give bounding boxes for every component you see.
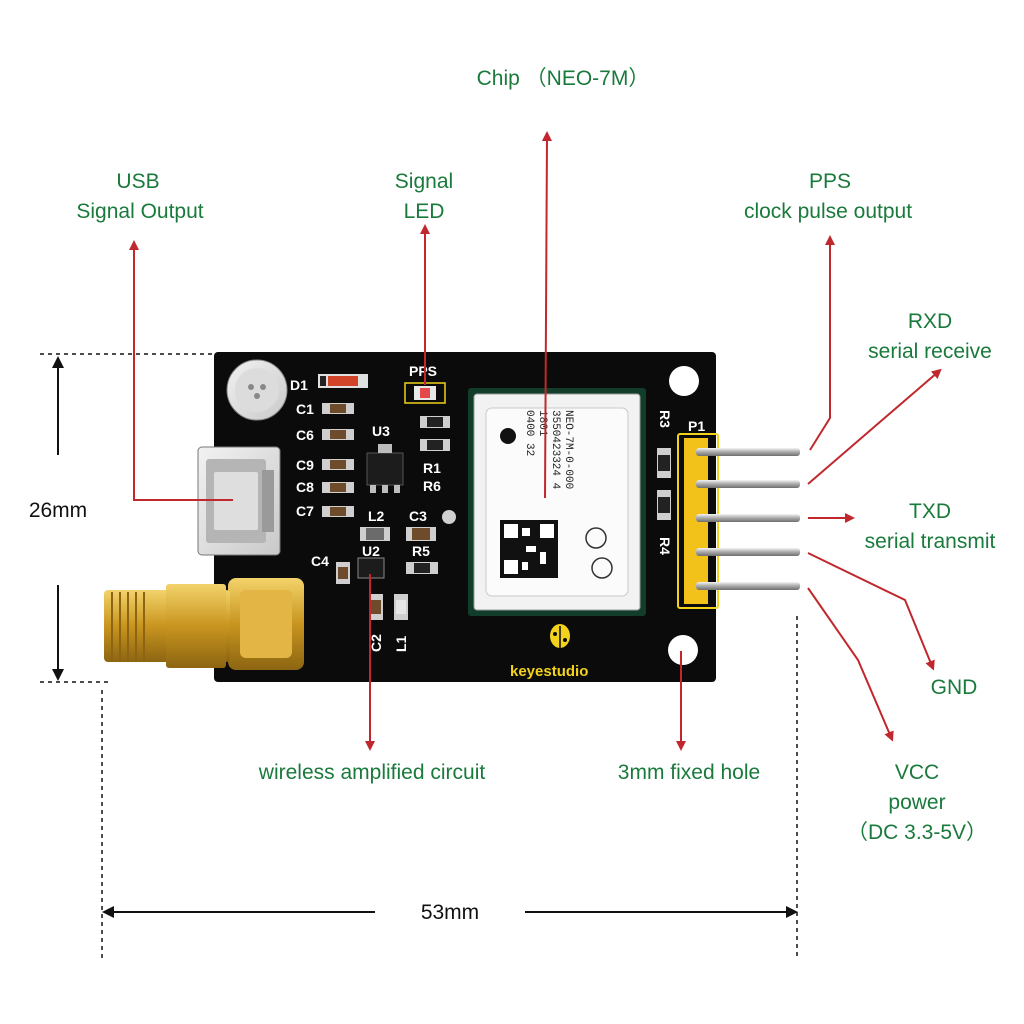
chip-marking-line2: 3550423324 4 xyxy=(549,410,561,490)
silk-brand: keyestudio xyxy=(510,663,588,680)
arrow-gnd xyxy=(807,552,935,671)
label-signal-led-line2: LED xyxy=(404,200,445,223)
label-usb-line1: USB xyxy=(116,170,159,193)
silk-d1: D1 xyxy=(290,377,308,393)
dimension-guides: 26mm 53mm xyxy=(29,353,798,960)
silk-c2: C2 xyxy=(368,634,384,652)
silk-u3: U3 xyxy=(372,423,390,439)
silk-u2: U2 xyxy=(362,543,380,559)
label-wireless: wireless amplified circuit xyxy=(258,761,486,784)
arrow-chip xyxy=(541,131,552,499)
silk-c8: C8 xyxy=(296,479,314,495)
backup-battery xyxy=(226,359,288,421)
arrow-usb xyxy=(129,240,233,501)
silk-r6: R6 xyxy=(423,478,441,494)
label-rxd-line2: serial receive xyxy=(868,340,992,363)
label-usb-line2: Signal Output xyxy=(76,200,203,223)
pin-header-p1 xyxy=(677,433,800,609)
label-txd-line1: TXD xyxy=(909,500,951,523)
silk-pps: PPS xyxy=(409,363,437,379)
keyestudio-logo xyxy=(550,624,570,648)
label-hole: 3mm fixed hole xyxy=(618,761,760,784)
silk-c9: C9 xyxy=(296,457,314,473)
resistors-r1-r6 xyxy=(420,416,450,451)
silk-r4: R4 xyxy=(657,537,673,555)
chip-qr-code xyxy=(500,520,558,578)
label-chip: Chip （NEO-7M） xyxy=(477,67,650,90)
silk-c6: C6 xyxy=(296,427,314,443)
capacitor-column xyxy=(322,403,354,517)
resistors-r3-r4 xyxy=(657,448,671,520)
label-pps-line2: clock pulse output xyxy=(744,200,912,223)
silk-c1: C1 xyxy=(296,401,314,417)
label-gnd: GND xyxy=(931,676,978,699)
silk-r1: R1 xyxy=(423,460,441,476)
silk-c4: C4 xyxy=(311,553,329,569)
width-dimension: 53mm xyxy=(421,901,479,924)
micro-usb-connector xyxy=(197,446,281,556)
silk-l1: L1 xyxy=(393,635,409,652)
label-vcc-line1: VCC xyxy=(895,761,939,784)
diode-d1 xyxy=(318,374,368,388)
silk-c3: C3 xyxy=(409,508,427,524)
neo-7m-chip xyxy=(468,388,646,616)
silk-l2: L2 xyxy=(368,508,385,524)
mounting-hole-bottom xyxy=(668,635,698,665)
callout-arrows xyxy=(129,131,942,751)
label-txd-line2: serial transmit xyxy=(865,530,996,553)
arrow-rxd xyxy=(807,368,942,485)
silk-p1: P1 xyxy=(688,418,705,434)
silk-c7: C7 xyxy=(296,503,314,519)
height-dimension: 26mm xyxy=(29,499,87,522)
amplifier-components xyxy=(336,510,456,620)
chip-marking-line1: NEO-7M-0-000 xyxy=(562,410,574,489)
regulator-u3 xyxy=(366,444,404,493)
label-vcc-line2: power xyxy=(888,791,945,814)
label-pps-line1: PPS xyxy=(809,170,851,193)
silk-r5: R5 xyxy=(412,543,430,559)
label-rxd-line1: RXD xyxy=(908,310,952,333)
arrow-pps xyxy=(809,235,835,451)
chip-marking-line4: 0400 32 xyxy=(523,410,535,456)
sma-antenna-connector xyxy=(104,578,304,670)
label-signal-led-line1: Signal xyxy=(395,170,453,193)
mounting-hole-top xyxy=(669,366,699,396)
pcb-board: D1 C1 C6 C9 C8 C7 PPS U3 xyxy=(197,352,800,682)
silk-r3: R3 xyxy=(657,410,673,428)
arrow-vcc xyxy=(807,587,894,742)
callout-labels: Chip （NEO-7M） USB Signal Output Signal L… xyxy=(76,67,995,844)
label-vcc-line3: （DC 3.3-5V） xyxy=(847,821,987,844)
